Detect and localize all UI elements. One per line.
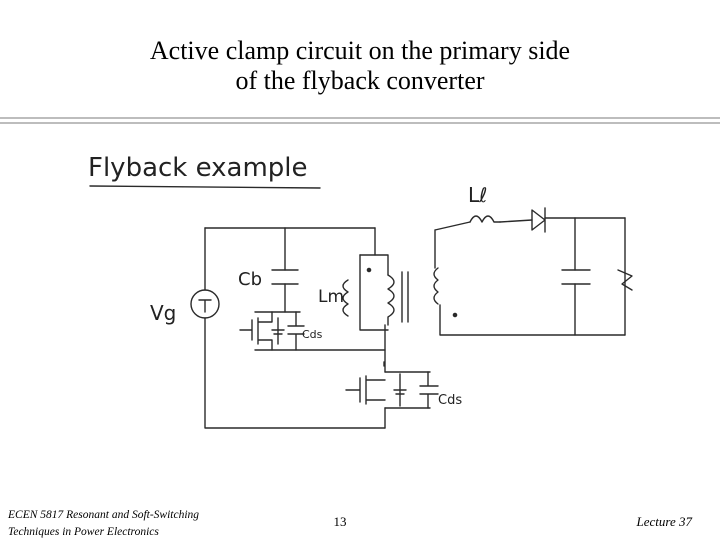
course-footer: ECEN 5817 Resonant and Soft-Switching Te… [8,507,238,541]
slide-title: Active clamp circuit on the primary side… [0,36,720,96]
label-lo: Lℓ [468,183,487,207]
label-cds-top: Cds [302,328,323,341]
title-rule-1 [0,117,720,119]
main-mosfet-icon [345,371,439,409]
clamp-mosfet-icon [239,311,305,351]
course-line-2: Techniques in Power Electronics [8,526,159,538]
label-lm: Lm [318,287,344,307]
title-rule-2 [0,122,720,124]
label-vg: Vg [150,301,176,325]
magnetizing-inductor-icon [342,254,409,367]
leakage-inductor-icon [469,215,501,223]
primary-wiring [204,227,386,429]
slide-title-line-1: Active clamp circuit on the primary side [149,36,571,65]
heading-underline [89,185,321,189]
output-diode-icon [531,207,546,233]
source-polarity-mark [198,299,212,313]
source-vg-icon [190,289,220,319]
lecture-label: Lecture 37 [636,514,692,529]
label-cds-bottom: Cds [438,393,462,408]
secondary-wiring [433,217,633,336]
course-line-1: ECEN 5817 Resonant and Soft-Switching [8,509,200,521]
label-cb: Cb [238,269,262,290]
page-number: 13 [333,514,347,529]
capacitor-cb-icon [271,269,299,285]
sketch-heading: Flyback example [88,153,308,183]
slide-title-line-2: of the flyback converter [235,66,485,95]
